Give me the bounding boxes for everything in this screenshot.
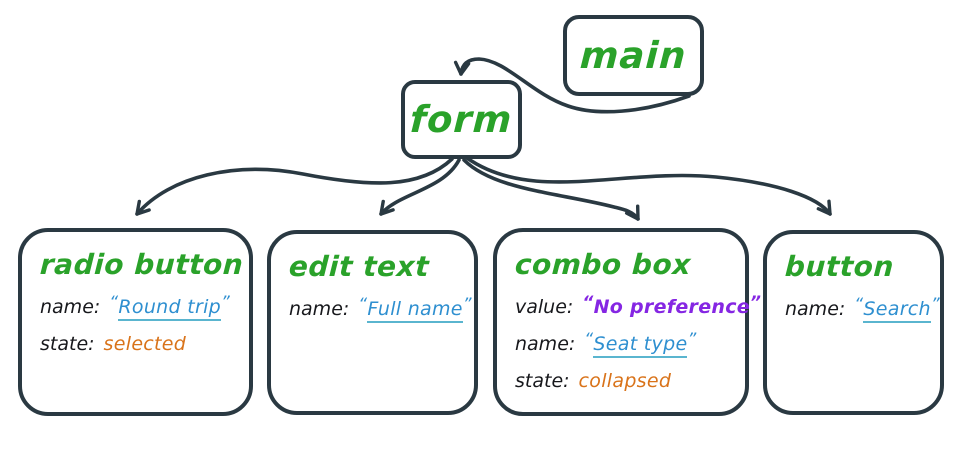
property-value-name: “Round trip” <box>109 293 231 321</box>
property-label: name: <box>515 333 576 355</box>
property-value-state: selected <box>103 333 187 355</box>
quoted-text: Round trip <box>118 296 222 321</box>
property-row: name: “Search” <box>785 297 940 323</box>
arrow-form-to-radio-button <box>135 157 454 216</box>
node-role-label: form <box>409 98 514 141</box>
quoted-text: Search <box>863 298 931 323</box>
arrow-form-to-combo-box <box>462 158 640 221</box>
arrow-form-to-button <box>465 156 832 216</box>
open-quote: “ <box>109 293 119 313</box>
close-quote: ” <box>749 293 762 313</box>
close-quote: ” <box>687 330 697 350</box>
arrow-form-to-edit-text <box>379 158 461 216</box>
property-label: name: <box>40 296 101 318</box>
property-row: state: selected <box>40 333 233 355</box>
close-quote: ” <box>930 295 941 315</box>
node-role-label: main <box>579 34 688 77</box>
open-quote: “ <box>584 330 594 350</box>
node-combo-box: combo box value:“No preference”name:“Sea… <box>493 228 761 416</box>
property-value-name: “Seat type” <box>584 330 697 358</box>
property-label: value: <box>515 296 574 318</box>
quoted-text: Full name <box>367 298 463 323</box>
property-row: name: “Round trip” <box>40 293 233 321</box>
quoted-text: Seat type <box>593 333 688 358</box>
property-label: name: <box>785 298 846 320</box>
property-row: value: “No preference” <box>515 295 761 319</box>
property-label: name: <box>289 298 350 320</box>
property-label: state: <box>515 370 570 392</box>
property-list: name: “Round trip” state: selected <box>38 293 233 356</box>
close-quote: ” <box>221 293 231 313</box>
property-list: name: “Search” <box>783 297 940 323</box>
property-value-name: “Search” <box>854 295 941 323</box>
node-role-label: combo box <box>514 248 692 281</box>
node-edit-text: edit text name: “Full name” <box>267 230 478 415</box>
close-quote: ” <box>462 295 472 315</box>
property-row: state: collapsed <box>515 370 729 392</box>
property-label: state: <box>40 333 95 355</box>
property-value-name: “Full name” <box>358 295 472 323</box>
node-main: main <box>563 15 704 96</box>
property-row: name: “Full name” <box>289 297 472 323</box>
node-role-label: radio button <box>39 248 245 281</box>
open-quote: “ <box>358 295 368 315</box>
node-role-label: edit text <box>288 250 430 283</box>
property-list: name: “Full name” <box>287 297 472 323</box>
property-value-state: collapsed <box>578 370 672 392</box>
property-row: name: “Seat type” <box>515 330 729 358</box>
quoted-text: No preference <box>593 296 750 318</box>
property-list: value:“No preference”name:“Seat type”sta… <box>513 295 761 393</box>
node-button: button name: “Search” <box>763 230 944 415</box>
node-role-label: button <box>784 250 895 283</box>
property-value-value: “No preference” <box>582 293 762 319</box>
node-form: form <box>401 80 522 159</box>
node-radio-button: radio button name: “Round trip” state: sele… <box>18 228 253 416</box>
open-quote: “ <box>582 293 594 313</box>
open-quote: “ <box>854 295 864 315</box>
